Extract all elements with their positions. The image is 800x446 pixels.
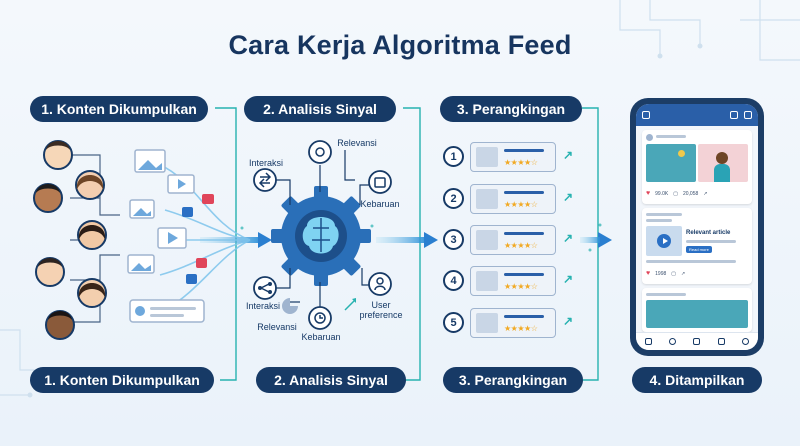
post-image-person <box>698 144 748 182</box>
feed-post[interactable] <box>642 288 752 332</box>
trend-up-icon: ↗ <box>563 314 574 328</box>
post-likes: 1998 <box>655 270 667 277</box>
star-rating-icon: ★★★★☆ <box>504 241 538 250</box>
star-rating-icon: ★★★★☆ <box>504 324 538 333</box>
heart-icon[interactable]: ♥ <box>646 270 651 277</box>
signal-label-kebaruan-bottom: Kebaruan <box>301 332 341 342</box>
step-bottom-1: 1. Konten Dikumpulkan <box>30 367 214 393</box>
feed-app-header <box>636 104 758 126</box>
step-top-1: 1. Konten Dikumpulkan <box>30 96 208 122</box>
rank-number-1: 1 <box>443 146 464 167</box>
rank-number-5: 5 <box>443 312 464 333</box>
signal-label-kebaruan-top: Kebaruan <box>360 199 400 209</box>
phone-mockup: ♥ 99.0K ▢ 20,058 ↗ Relevant article Read… <box>630 98 764 356</box>
video-icon[interactable] <box>717 338 725 345</box>
thumbnail <box>476 147 498 167</box>
post-image <box>646 144 696 182</box>
step-bottom-2: 2. Analisis Sinyal <box>256 367 406 393</box>
star-rating-icon: ★★★★☆ <box>504 200 538 209</box>
post-comments: 20,058 <box>682 190 699 197</box>
trend-up-icon: ↗ <box>563 272 574 286</box>
article-title: Relevant article <box>686 230 731 236</box>
avatar <box>646 134 653 141</box>
user-avatar <box>45 310 75 340</box>
thumbnail <box>476 313 498 333</box>
signal-label-user-preference: User preference <box>359 300 403 320</box>
ranked-item: ★★★★☆ <box>470 225 556 255</box>
feed-post[interactable]: ♥ 99.0K ▢ 20,058 ↗ <box>642 130 752 204</box>
play-icon <box>663 238 668 244</box>
user-avatar <box>77 278 107 308</box>
bottom-nav <box>636 332 758 350</box>
user-avatar <box>77 220 107 250</box>
trend-up-icon: ↗ <box>563 231 574 245</box>
trend-up-icon: ↗ <box>563 148 574 162</box>
ranked-item: ★★★★☆ <box>470 266 556 296</box>
signal-label-interaksi-bottom: Interaksi <box>245 301 280 311</box>
home-icon[interactable] <box>644 338 652 345</box>
heart-icon[interactable]: ♥ <box>646 190 651 197</box>
user-avatar <box>33 183 63 213</box>
phone-screen: ♥ 99.0K ▢ 20,058 ↗ Relevant article Read… <box>636 104 758 350</box>
share-icon[interactable]: ↗ <box>681 270 686 277</box>
signal-label-relevansi-bottom: Relevansi <box>257 322 297 332</box>
page-title: Cara Kerja Algoritma Feed <box>228 30 572 60</box>
rank-number-4: 4 <box>443 270 464 291</box>
thumbnail <box>476 271 498 291</box>
search-icon[interactable] <box>669 338 677 345</box>
user-avatar <box>35 257 65 287</box>
thumbnail <box>476 230 498 250</box>
thumbnail <box>476 189 498 209</box>
signal-label-relevansi-top: Relevansi <box>337 138 377 148</box>
read-more-button[interactable]: Read more <box>686 246 712 253</box>
profile-icon[interactable] <box>742 338 750 345</box>
share-icon[interactable]: ↗ <box>703 190 708 197</box>
add-icon[interactable] <box>693 338 701 345</box>
comment-icon[interactable]: ▢ <box>673 190 678 197</box>
ranked-item: ★★★★☆ <box>470 184 556 214</box>
post-image <box>646 300 748 328</box>
step-top-3: 3. Perangkingan <box>440 96 582 122</box>
ranked-item: ★★★★☆ <box>470 308 556 338</box>
trend-up-icon: ↗ <box>563 190 574 204</box>
feed-post[interactable]: Relevant article Read more ♥ 1998 ▢ ↗ <box>642 208 752 284</box>
star-rating-icon: ★★★★☆ <box>504 282 538 291</box>
step-bottom-4: 4. Ditampilkan <box>632 367 762 393</box>
rank-number-2: 2 <box>443 188 464 209</box>
user-avatar <box>75 170 105 200</box>
messages-icon[interactable] <box>730 111 738 119</box>
post-likes: 99.0K <box>655 190 669 197</box>
video-thumbnail[interactable] <box>646 226 682 256</box>
rank-number-3: 3 <box>443 229 464 250</box>
ranked-item: ★★★★☆ <box>470 142 556 172</box>
camera-icon <box>642 111 650 119</box>
step-top-2: 2. Analisis Sinyal <box>244 96 396 122</box>
star-rating-icon: ★★★★☆ <box>504 158 538 167</box>
comment-icon[interactable]: ▢ <box>671 270 677 277</box>
filter-icon[interactable] <box>744 111 752 119</box>
step-bottom-3: 3. Perangkingan <box>443 367 583 393</box>
user-avatar <box>43 140 73 170</box>
signal-label-interaksi-top: Interaksi <box>248 158 283 168</box>
